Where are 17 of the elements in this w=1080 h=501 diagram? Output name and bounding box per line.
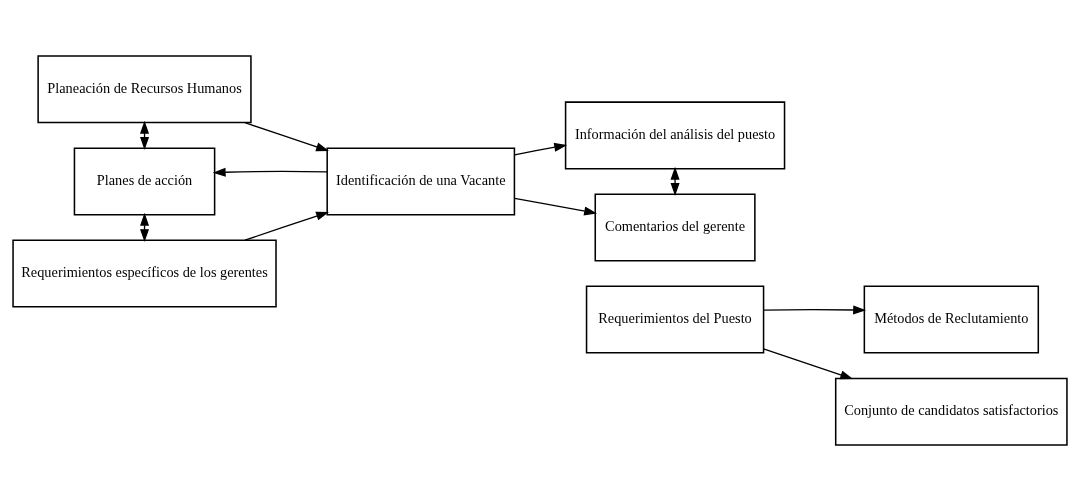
node-box: Comentarios del gerente bbox=[594, 193, 756, 262]
arrow bbox=[762, 348, 854, 380]
node-box: Requerimientos del Puesto bbox=[585, 285, 765, 354]
arrow bbox=[670, 166, 680, 197]
arrow bbox=[762, 305, 867, 315]
node-box: Conjunto de candidatos satisfactorios bbox=[834, 377, 1068, 446]
arrow bbox=[244, 122, 329, 152]
node-box: Planeación de Recursos Humanos bbox=[37, 55, 252, 124]
arrow bbox=[244, 211, 329, 241]
node-box: Información del análisis del puesto bbox=[564, 101, 786, 170]
node-box: Planes de acción bbox=[73, 147, 216, 216]
node-box: Métodos de Reclutamiento bbox=[863, 285, 1040, 354]
arrow bbox=[514, 142, 568, 156]
arrow bbox=[514, 197, 598, 216]
arrow bbox=[212, 167, 328, 177]
node-box: Requerimientos específicos de los gerentes bbox=[12, 239, 277, 308]
node-box: Identificación de una Vacante bbox=[326, 147, 516, 216]
